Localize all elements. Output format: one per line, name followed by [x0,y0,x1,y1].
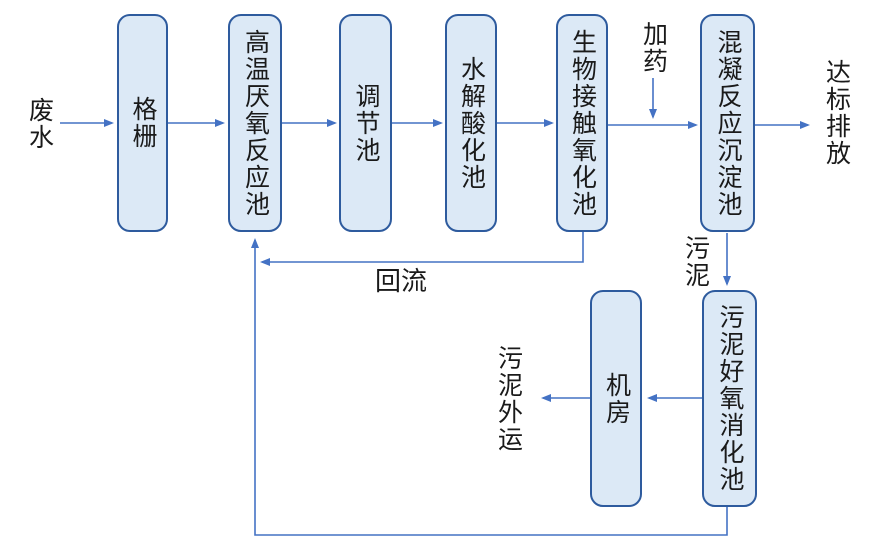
node-coagulation-label: 混凝反应沉淀池 [714,28,742,218]
label-sludge: 污泥 [681,235,710,289]
node-regulating-label: 调节池 [352,82,380,164]
label-dosing: 加药 [639,21,668,75]
label-standard-discharge: 达标排放 [822,59,851,167]
node-high-temp-anaerobic-reactor: 高温厌氧反应池 [228,14,282,232]
node-coagulation-sedimentation-tank: 混凝反应沉淀池 [700,14,755,232]
node-hydrolysis-label: 水解酸化池 [457,55,486,191]
node-machine-room: 机房 [590,290,642,507]
node-regulating-tank: 调节池 [339,14,392,232]
node-sludge-aerobic-digestion-tank: 污泥好氧消化池 [702,290,757,507]
label-wastewater: 废水 [25,97,54,151]
node-machine-room-label: 机房 [602,371,631,426]
arrow-digestion-return-line [251,238,728,536]
node-grating-label: 格栅 [129,96,157,150]
label-sludge-outbound: 污泥外运 [494,345,523,453]
node-bio-contact-oxidation-tank: 生物接触氧化池 [556,14,608,232]
arrow-reflux-line [260,232,584,266]
node-digestion-label: 污泥好氧消化池 [716,304,744,493]
node-grating: 格栅 [117,14,168,232]
node-biocontact-label: 生物接触氧化池 [568,28,597,218]
node-hydrolysis-acidification-tank: 水解酸化池 [445,14,497,232]
label-reflux: 回流 [374,265,427,296]
node-anaerobic-label: 高温厌氧反应池 [241,28,270,218]
